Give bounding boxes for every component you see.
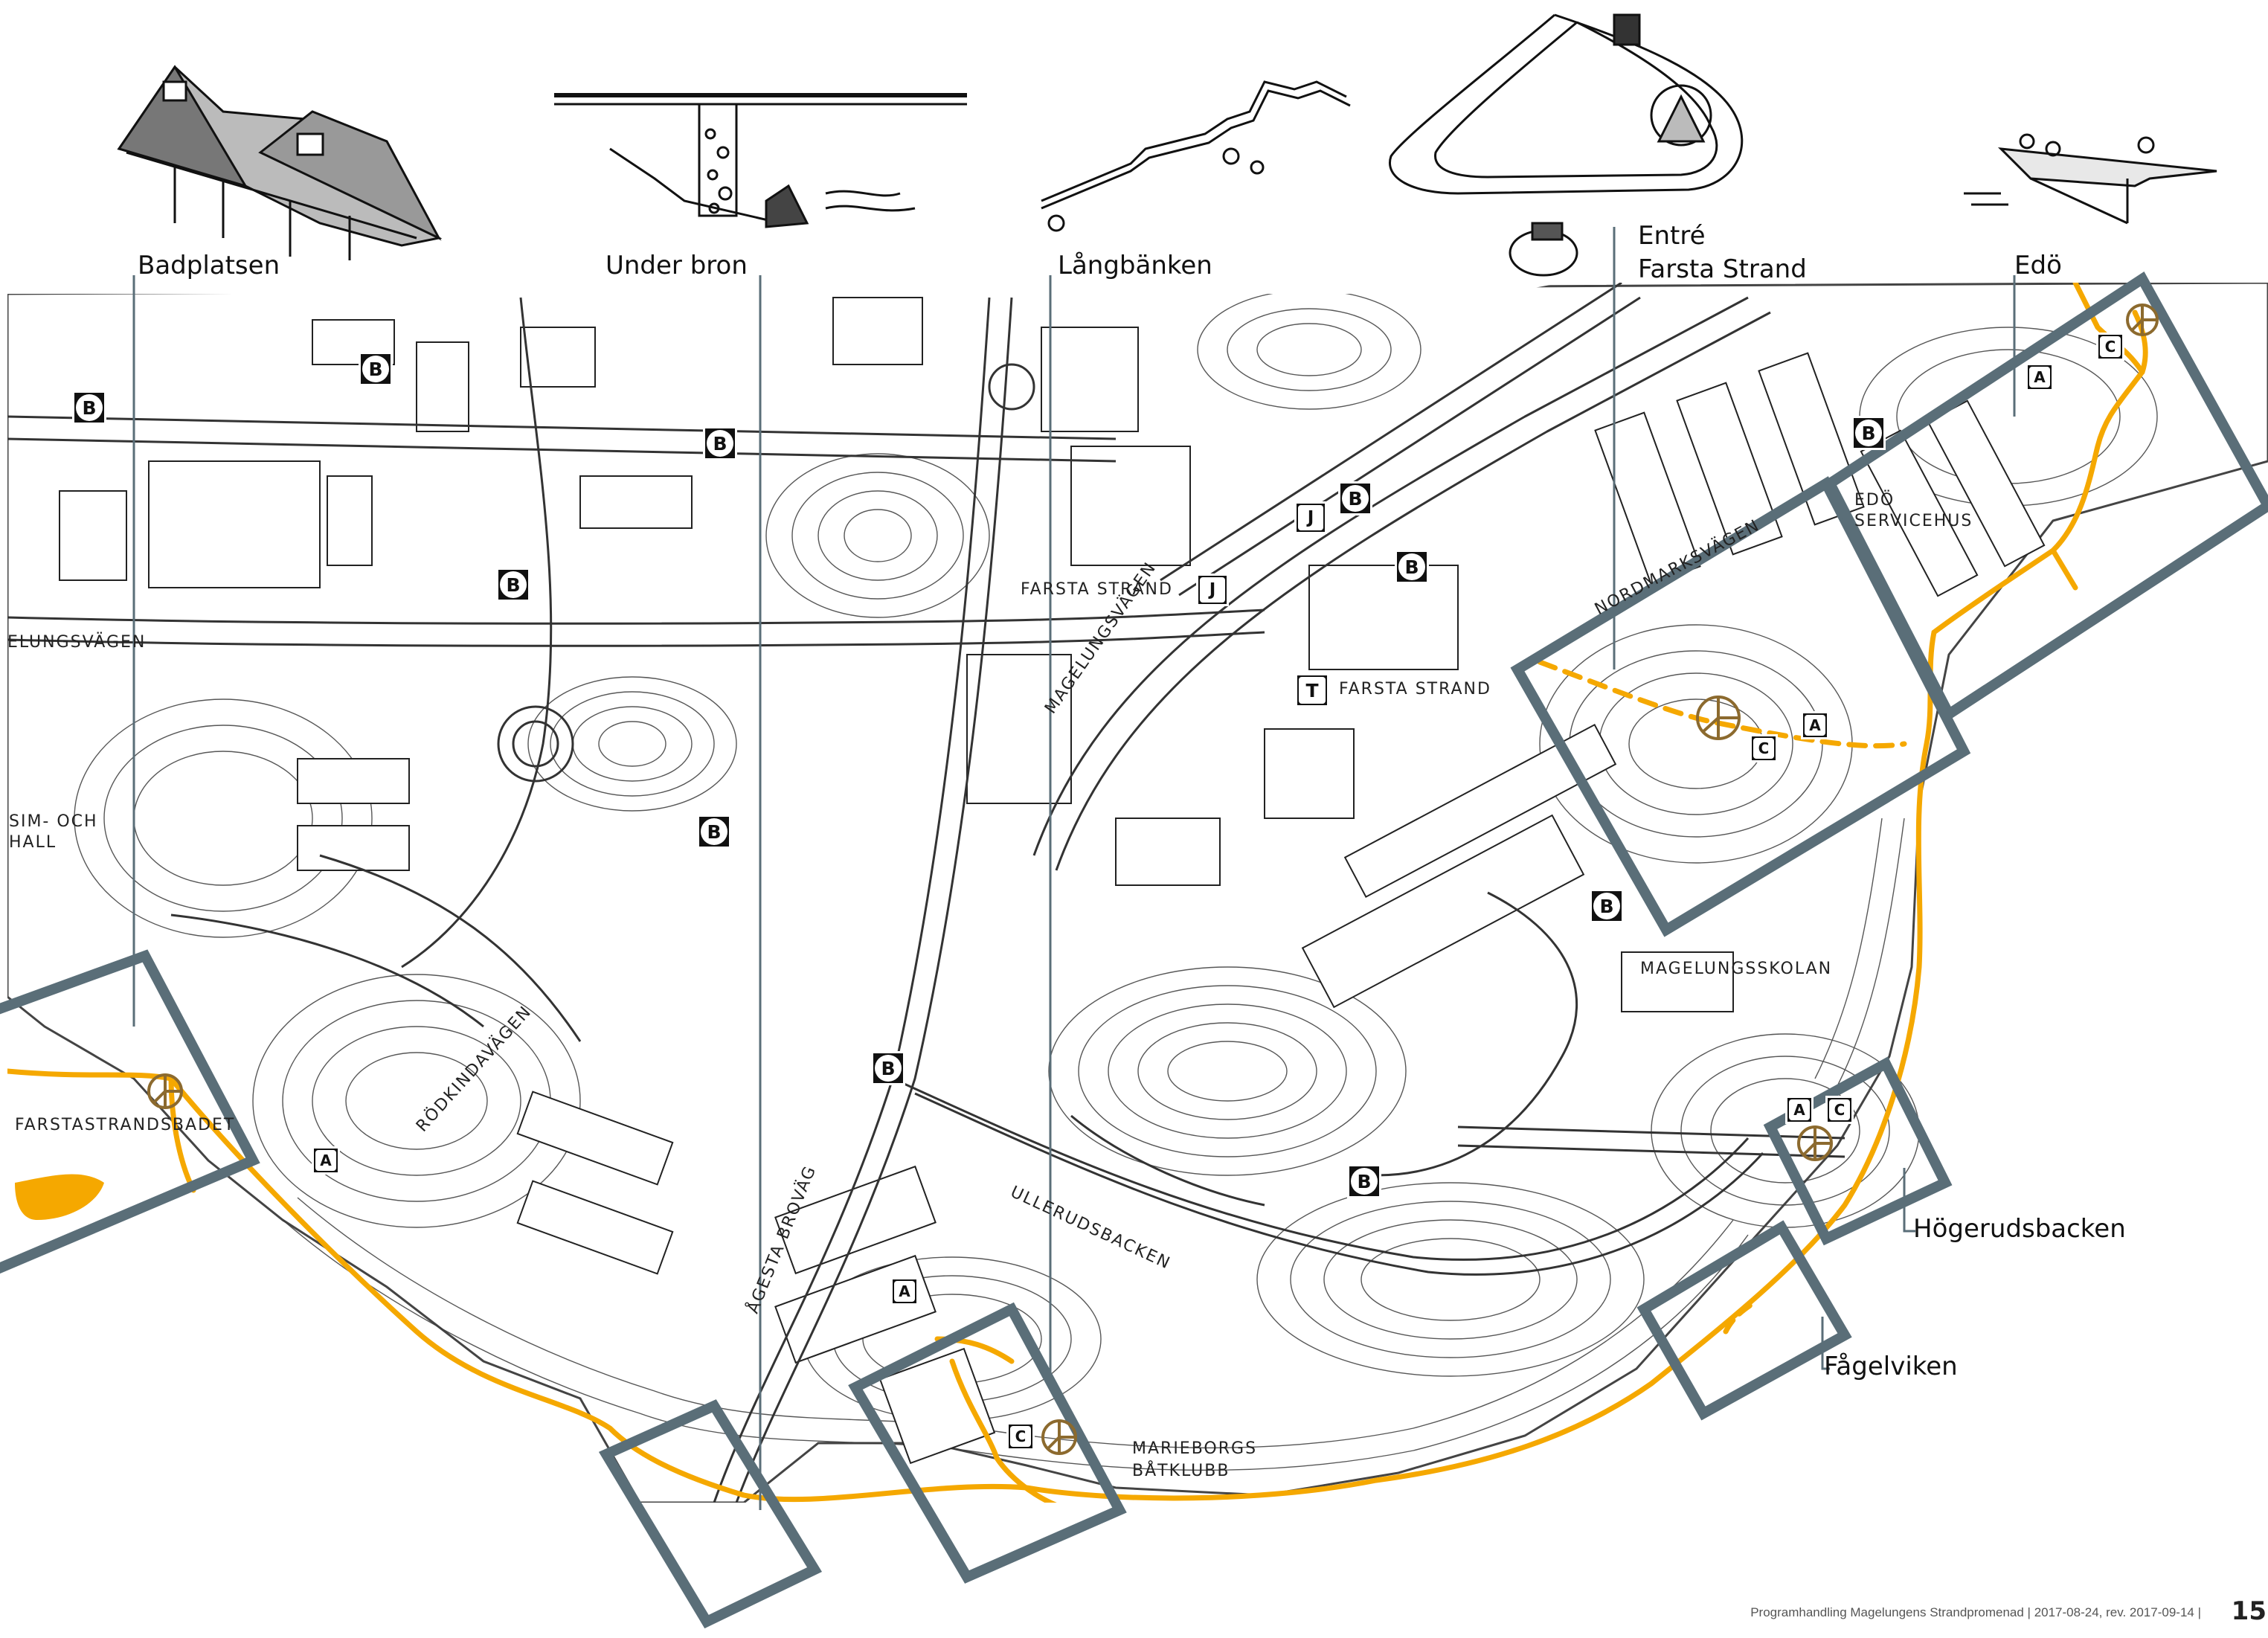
activity-icon: A bbox=[1785, 1096, 1814, 1124]
callout-hogerudsbacken: Högerudsbacken bbox=[1913, 1214, 2126, 1244]
bus-stop-icon: B bbox=[1851, 416, 1886, 450]
langbanken-illustration bbox=[1041, 80, 1351, 232]
frame-badplatsen bbox=[0, 949, 260, 1274]
detail-frames bbox=[0, 272, 2268, 1629]
label-farstastrandsbadet: FARSTASTRANDSBADET bbox=[15, 1116, 236, 1134]
frame-marieborg bbox=[848, 1302, 1127, 1584]
callout-entre-line2: Farsta Strand bbox=[1638, 254, 1807, 284]
activity-icon: A bbox=[312, 1146, 340, 1175]
bus-stop-icon: B bbox=[697, 815, 731, 849]
callout-lines bbox=[132, 227, 2016, 1510]
callout-entre-line1: Entré bbox=[1638, 221, 1706, 251]
activity-letter: A bbox=[315, 1150, 336, 1171]
bus-stop-icon: B bbox=[703, 426, 737, 460]
label-magelungsskolan: MAGELUNGSSKOLAN bbox=[1640, 960, 1833, 978]
cafe-letter: C bbox=[1753, 738, 1774, 759]
frame-entre-farsta bbox=[1510, 476, 1971, 937]
callout-langbanken: Långbänken bbox=[1058, 251, 1212, 280]
commuter-train-icon: J bbox=[1196, 574, 1229, 606]
label-magelungsvagen-west: ELUNGSVÄGEN bbox=[7, 633, 147, 652]
frame-edo bbox=[1822, 272, 2268, 722]
bus-stop-letter: B bbox=[1351, 1168, 1378, 1195]
bus-stop-letter: B bbox=[1398, 553, 1425, 580]
promenade-route bbox=[7, 283, 2148, 1503]
label-simhall-2: HALL bbox=[9, 833, 57, 852]
bus-stop-letter: B bbox=[875, 1055, 902, 1082]
bus-stop-icon: B bbox=[1590, 889, 1624, 923]
activity-icon: A bbox=[2026, 363, 2054, 391]
bus-stop-icon: B bbox=[871, 1051, 905, 1085]
callout-badplatsen: Badplatsen bbox=[138, 251, 280, 280]
activity-icon: A bbox=[890, 1277, 919, 1305]
bus-stop-letter: B bbox=[76, 394, 103, 421]
label-farsta-strand-metro: FARSTA STRAND bbox=[1339, 680, 1491, 698]
bus-stop-icon: B bbox=[72, 391, 106, 425]
label-marieborgs-1: MARIEBORGS bbox=[1132, 1439, 1258, 1458]
under-bron-illustration bbox=[554, 93, 967, 228]
activity-letter: A bbox=[1789, 1099, 1810, 1120]
cafe-letter: C bbox=[1010, 1426, 1031, 1447]
activity-letter: A bbox=[1805, 715, 1825, 736]
footer-text: Programhandling Magelungens Strandpromen… bbox=[1750, 1605, 2201, 1619]
metro-letter: T bbox=[1299, 677, 1326, 704]
commuter-train-letter: J bbox=[1298, 505, 1323, 530]
bus-stop-letter: B bbox=[1342, 485, 1369, 512]
commuter-train-icon: J bbox=[1294, 501, 1327, 534]
cafe-letter: C bbox=[1829, 1099, 1850, 1120]
label-edo-servicehus-1: EDÖ bbox=[1854, 491, 1895, 510]
bus-stop-letter: B bbox=[701, 818, 727, 845]
frame-hogerudsbacken bbox=[1763, 1056, 1953, 1246]
bus-stop-icon: B bbox=[359, 352, 393, 386]
label-simhall-1: SIM- OCH bbox=[9, 812, 98, 831]
cafe-letter: C bbox=[2100, 336, 2121, 357]
cafe-icon: C bbox=[2096, 333, 2124, 361]
roads bbox=[7, 283, 1845, 1503]
frame-under-bron bbox=[598, 1399, 823, 1629]
bus-stop-letter: B bbox=[1593, 893, 1620, 919]
entre-illustration bbox=[1389, 13, 1744, 277]
cafe-icon: C bbox=[1006, 1422, 1035, 1451]
frame-fagelviken bbox=[1636, 1220, 1852, 1421]
bus-stop-icon: B bbox=[1395, 550, 1429, 584]
activity-icon: A bbox=[1801, 711, 1829, 739]
bus-stop-letter: B bbox=[1855, 420, 1882, 446]
viewpoint-symbol-icon bbox=[147, 303, 2159, 1455]
edo-illustration bbox=[1964, 133, 2217, 225]
bus-stop-letter: B bbox=[500, 571, 527, 598]
bus-stop-icon: B bbox=[1338, 481, 1372, 516]
activity-letter: A bbox=[894, 1281, 915, 1302]
bus-stop-icon: B bbox=[1347, 1164, 1381, 1198]
map-area bbox=[7, 283, 2268, 1503]
badplatsen-illustration bbox=[117, 65, 443, 260]
label-edo-servicehus-2: SERVICEHUS bbox=[1854, 512, 1973, 530]
activity-letter: A bbox=[2029, 367, 2050, 388]
cafe-icon: C bbox=[1825, 1096, 1854, 1124]
label-marieborgs-2: BÅTKLUBB bbox=[1132, 1462, 1230, 1480]
bus-stop-icon: B bbox=[496, 568, 530, 602]
bus-stop-letter: B bbox=[707, 430, 733, 457]
cafe-icon: C bbox=[1750, 734, 1778, 762]
callout-under-bron: Under bron bbox=[605, 251, 748, 280]
beach-area bbox=[15, 1174, 104, 1220]
buildings bbox=[59, 297, 2046, 1465]
callout-fagelviken: Fågelviken bbox=[1824, 1352, 1958, 1381]
label-farsta-strand-station: FARSTA STRAND bbox=[1021, 580, 1173, 599]
bus-stop-letter: B bbox=[362, 356, 389, 382]
page-number: 15 bbox=[2231, 1596, 2267, 1626]
commuter-train-letter: J bbox=[1200, 577, 1225, 603]
callout-edo: Edö bbox=[2014, 251, 2062, 280]
metro-icon: T bbox=[1295, 673, 1329, 707]
